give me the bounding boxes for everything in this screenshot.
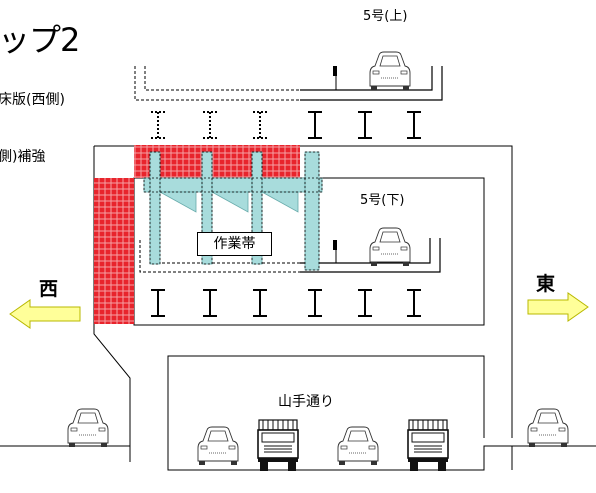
street-level [0,445,596,471]
arrow-right-icon [527,292,589,322]
car-icon [197,426,239,466]
arrow-left-icon [9,299,81,329]
traffic-light-icon [333,66,337,90]
truck-icon [407,419,449,472]
legend-line-1: 床版(西側) [0,92,65,108]
car-icon [369,51,411,91]
car-icon [369,227,411,267]
car-icon [337,426,379,466]
car-icon [67,408,109,448]
traffic-light-icon [333,240,337,263]
page-title: ップ2 [0,21,80,59]
legend-line-2: 側)補強 [0,149,46,165]
label-street: 山手通り [278,394,334,410]
reinforcement-top [134,145,300,178]
label-upper-deck: 5号(上) [363,9,408,24]
reinforcement-west [94,178,134,324]
label-lower-deck: 5号(下) [360,193,405,208]
car-icon [527,408,569,448]
truck-icon [257,419,299,472]
temporary-support-frame-dashed [143,151,323,271]
label-east: 東 [536,273,556,295]
temporary-support-frame [143,151,323,271]
label-west: 西 [39,278,59,300]
upper-deck [134,66,443,139]
label-work-zone: 作業帯 [197,232,272,256]
